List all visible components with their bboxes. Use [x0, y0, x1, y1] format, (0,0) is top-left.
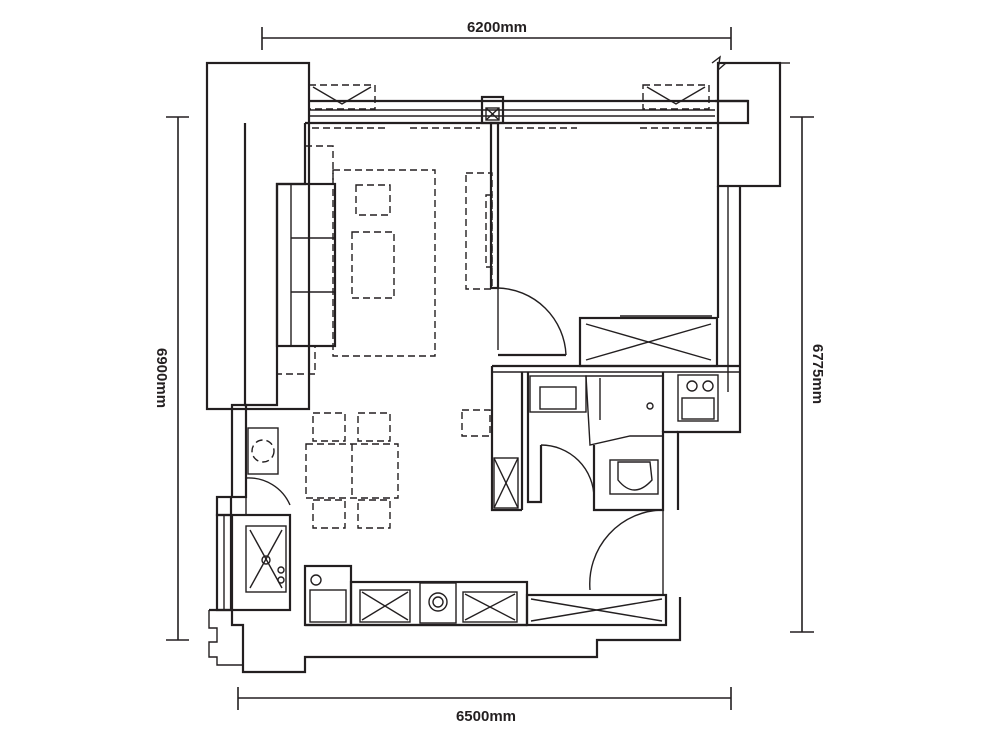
interior-walls [489, 121, 740, 627]
dimension-right-label: 6775mm [809, 344, 826, 404]
dimension-top: 6200mm [261, 19, 732, 50]
kitchen [230, 427, 529, 627]
dimension-left: 6900mm [153, 116, 189, 641]
living-furniture [275, 145, 493, 437]
dimension-right: 6775mm [790, 116, 826, 633]
dimension-left-label: 6900mm [153, 348, 170, 408]
dimension-bottom: 6500mm [237, 687, 732, 725]
window-units [308, 84, 712, 129]
dimension-bottom-label: 6500mm [456, 708, 516, 725]
dining-set [305, 412, 399, 529]
dimension-top-label: 6200mm [467, 19, 527, 36]
